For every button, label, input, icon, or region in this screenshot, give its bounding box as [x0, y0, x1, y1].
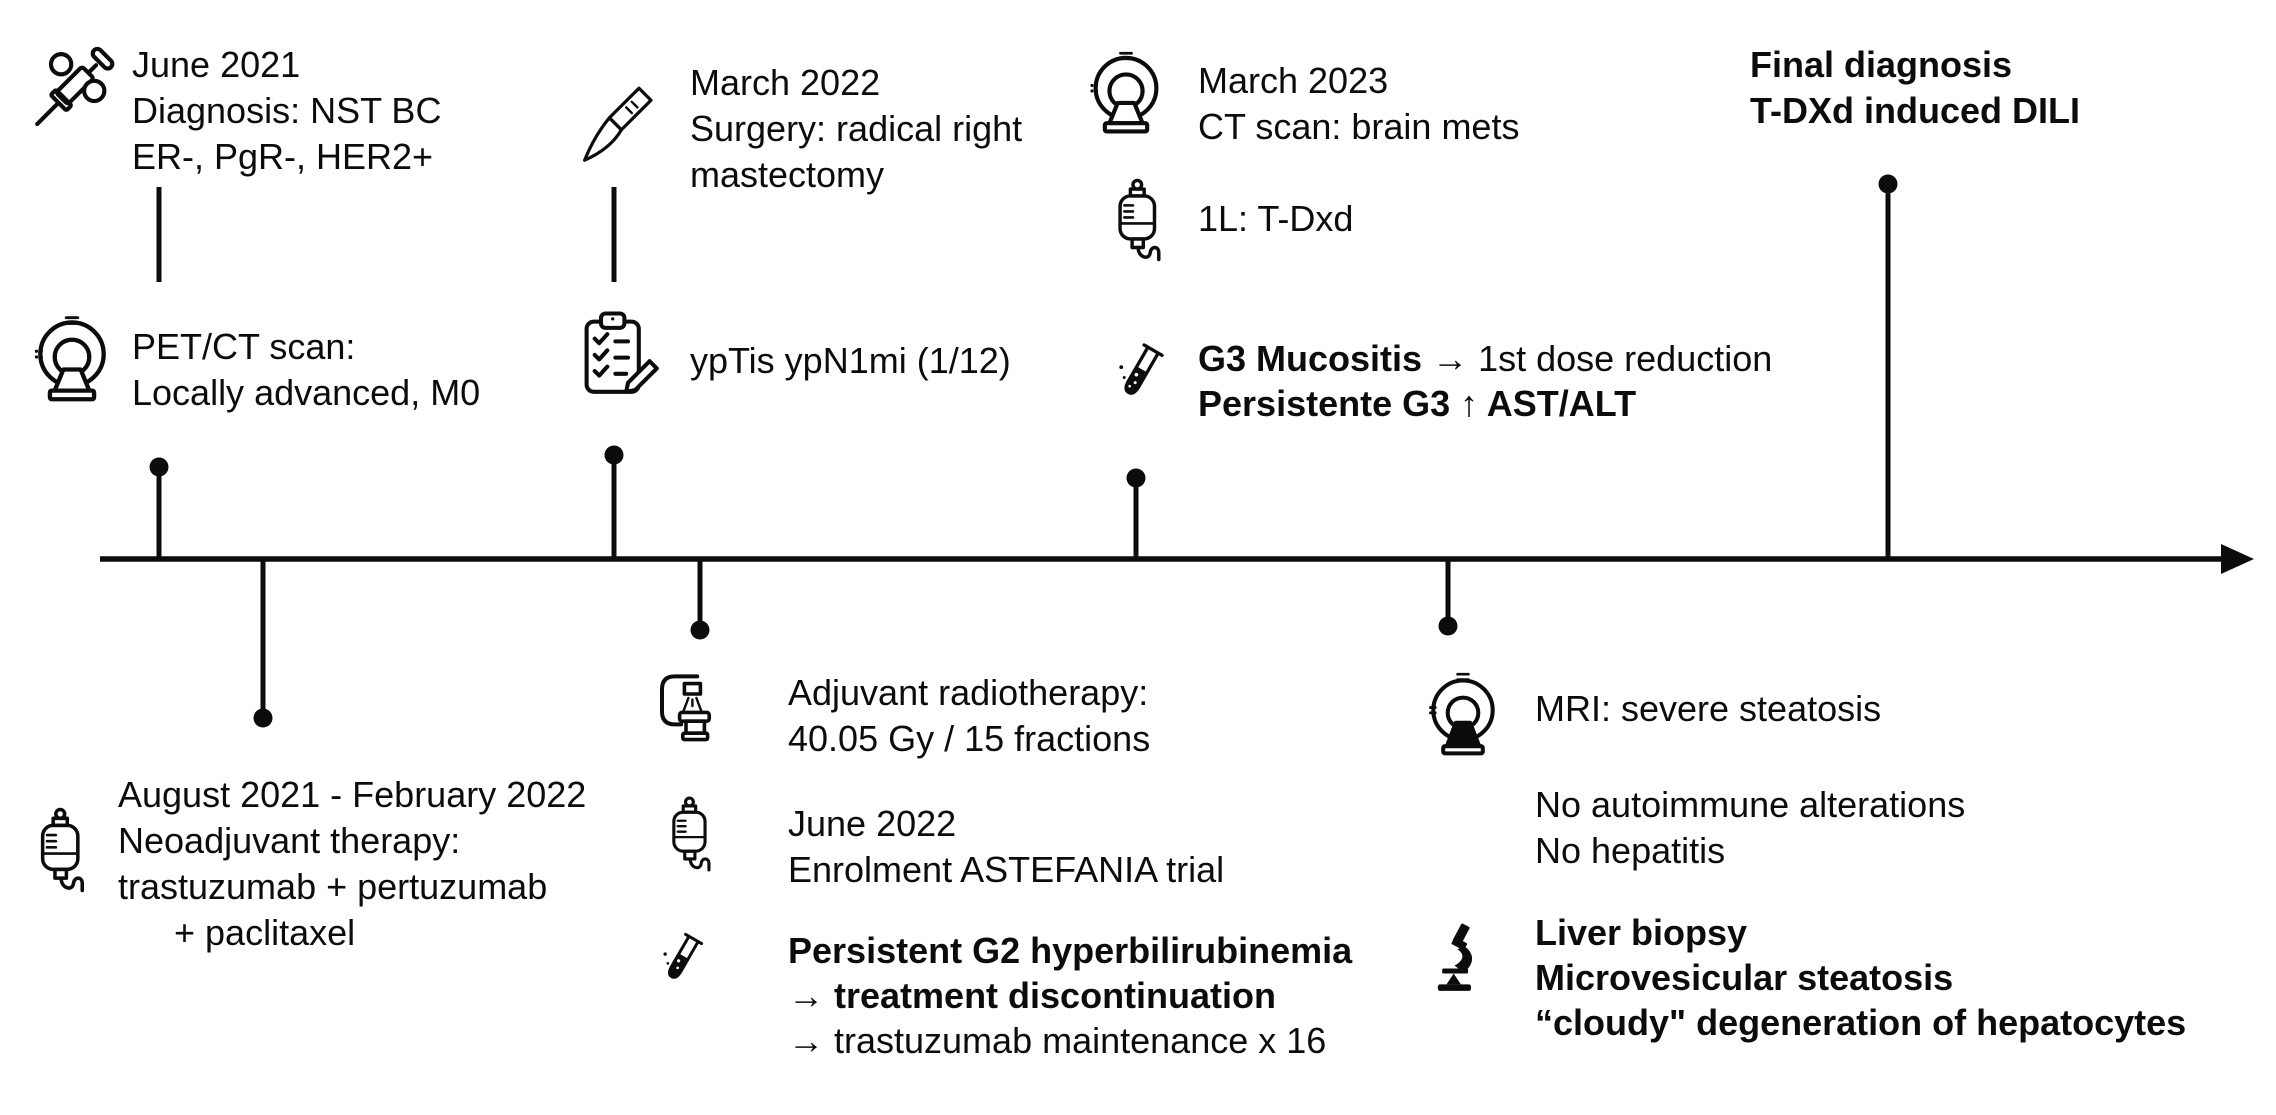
pin-toxicity — [1126, 468, 1146, 559]
event-text-line: June 2021 — [132, 44, 301, 85]
event-progression: March 2023 CT scan: brain mets — [1198, 58, 1519, 150]
event-text-line: Enrolment ASTEFANIA trial — [788, 849, 1225, 890]
event-text-line: → trastuzumab maintenance x 16 — [788, 1020, 1327, 1061]
event-radiotherapy: Adjuvant radiotherapy: 40.05 Gy / 15 fra… — [788, 670, 1150, 762]
test-tube-icon — [648, 914, 714, 1010]
mri-scanner-icon — [1418, 658, 1508, 766]
iv-bag-icon — [18, 790, 106, 910]
event-text-line: MRI: severe steatosis — [1535, 688, 1882, 729]
event-text-line: mastectomy — [690, 154, 885, 195]
pin-neoadjuvant — [253, 559, 273, 728]
event-text-line: trastuzumab + pertuzumab — [118, 866, 548, 907]
event-text-line: Adjuvant radiotherapy: — [788, 672, 1149, 713]
event-surgery: March 2022 Surgery: radical right mastec… — [690, 60, 1022, 198]
test-tube-icon — [1102, 326, 1176, 426]
event-text-line: Final diagnosis — [1750, 44, 2013, 85]
event-text-line: June 2022 — [788, 803, 957, 844]
event-text-line: 1L: T-Dxd — [1198, 198, 1354, 239]
iv-bag-icon — [1096, 162, 1182, 278]
event-text-line: + paclitaxel — [174, 912, 356, 953]
scalpel-icon — [575, 76, 655, 174]
event-text-line: No autoimmune alterations — [1535, 784, 1966, 825]
syringe-icon — [28, 42, 120, 138]
event-text-line: March 2022 — [690, 62, 881, 103]
pin-pathology — [604, 445, 624, 559]
event-text-line: Surgery: radical right — [690, 108, 1023, 149]
event-text-line: Liver biopsy — [1535, 912, 1748, 953]
event-text-line: ER-, PgR-, HER2+ — [132, 136, 434, 177]
event-text-line: Locally advanced, M0 — [132, 372, 481, 413]
event-text-line: August 2021 - February 2022 — [118, 774, 587, 815]
event-text-line: G3 Mucositis → 1st dose reduction — [1198, 336, 1772, 381]
radiotherapy-machine-icon — [646, 656, 726, 756]
microscope-icon — [1422, 900, 1494, 1014]
event-mri: MRI: severe steatosis — [1535, 686, 1881, 732]
pin-final-diagnosis — [1878, 174, 1898, 559]
event-text-line: 40.05 Gy / 15 fractions — [788, 718, 1151, 759]
iv-bag-icon — [652, 780, 730, 888]
event-neoadjuvant: August 2021 - February 2022 Neoadjuvant … — [118, 772, 586, 956]
event-biopsy: Liver biopsy Microvesicular steatosis “c… — [1535, 910, 2186, 1045]
pin-staging — [149, 457, 169, 559]
event-text-line: Microvesicular steatosis — [1535, 957, 1954, 998]
event-serology: No autoimmune alterations No hepatitis — [1535, 782, 1965, 874]
event-text-line: March 2023 — [1198, 60, 1389, 101]
event-pathology: ypTis ypN1mi (1/12) — [690, 338, 1011, 384]
timeline-arrowhead — [2221, 544, 2254, 574]
clipboard-checklist-icon — [574, 306, 664, 402]
event-text-line: → treatment discontinuation — [788, 975, 1277, 1016]
pin-mri — [1438, 559, 1458, 636]
event-text-line: Persistent G2 hyperbilirubinemia — [788, 930, 1353, 971]
event-text-line: PET/CT scan: — [132, 326, 356, 367]
event-trial-enrolment: June 2022 Enrolment ASTEFANIA trial — [788, 801, 1224, 893]
event-text-line: Persistente G3 ↑ AST/ALT — [1198, 383, 1637, 424]
event-staging: PET/CT scan: Locally advanced, M0 — [132, 324, 480, 416]
ct-scanner-icon — [24, 304, 120, 410]
toxicity-regular-tail: 1st dose reduction — [1468, 338, 1773, 379]
event-hyperbilirubinemia: Persistent G2 hyperbilirubinemia → treat… — [788, 928, 1352, 1063]
pin-radiotherapy — [690, 559, 710, 640]
event-text-line: ypTis ypN1mi (1/12) — [690, 340, 1011, 381]
event-text-line: No hepatitis — [1535, 830, 1726, 871]
event-toxicity: G3 Mucositis → 1st dose reduction Persis… — [1198, 336, 1772, 426]
ct-scanner-icon — [1080, 38, 1172, 144]
event-text-line: CT scan: brain mets — [1198, 106, 1520, 147]
event-diagnosis: June 2021 Diagnosis: NST BC ER-, PgR-, H… — [132, 42, 441, 180]
event-text-line: “cloudy" degeneration of hepatocytes — [1535, 1002, 2187, 1043]
event-first-line-treatment: 1L: T-Dxd — [1198, 196, 1353, 242]
event-text-line: T-DXd induced DILI — [1750, 90, 2080, 131]
event-final-diagnosis: Final diagnosis T-DXd induced DILI — [1750, 42, 2080, 134]
event-text-line: Diagnosis: NST BC — [132, 90, 442, 131]
event-text-line: Neoadjuvant therapy: — [118, 820, 461, 861]
toxicity-bold-lead: G3 Mucositis → — [1198, 338, 1469, 379]
